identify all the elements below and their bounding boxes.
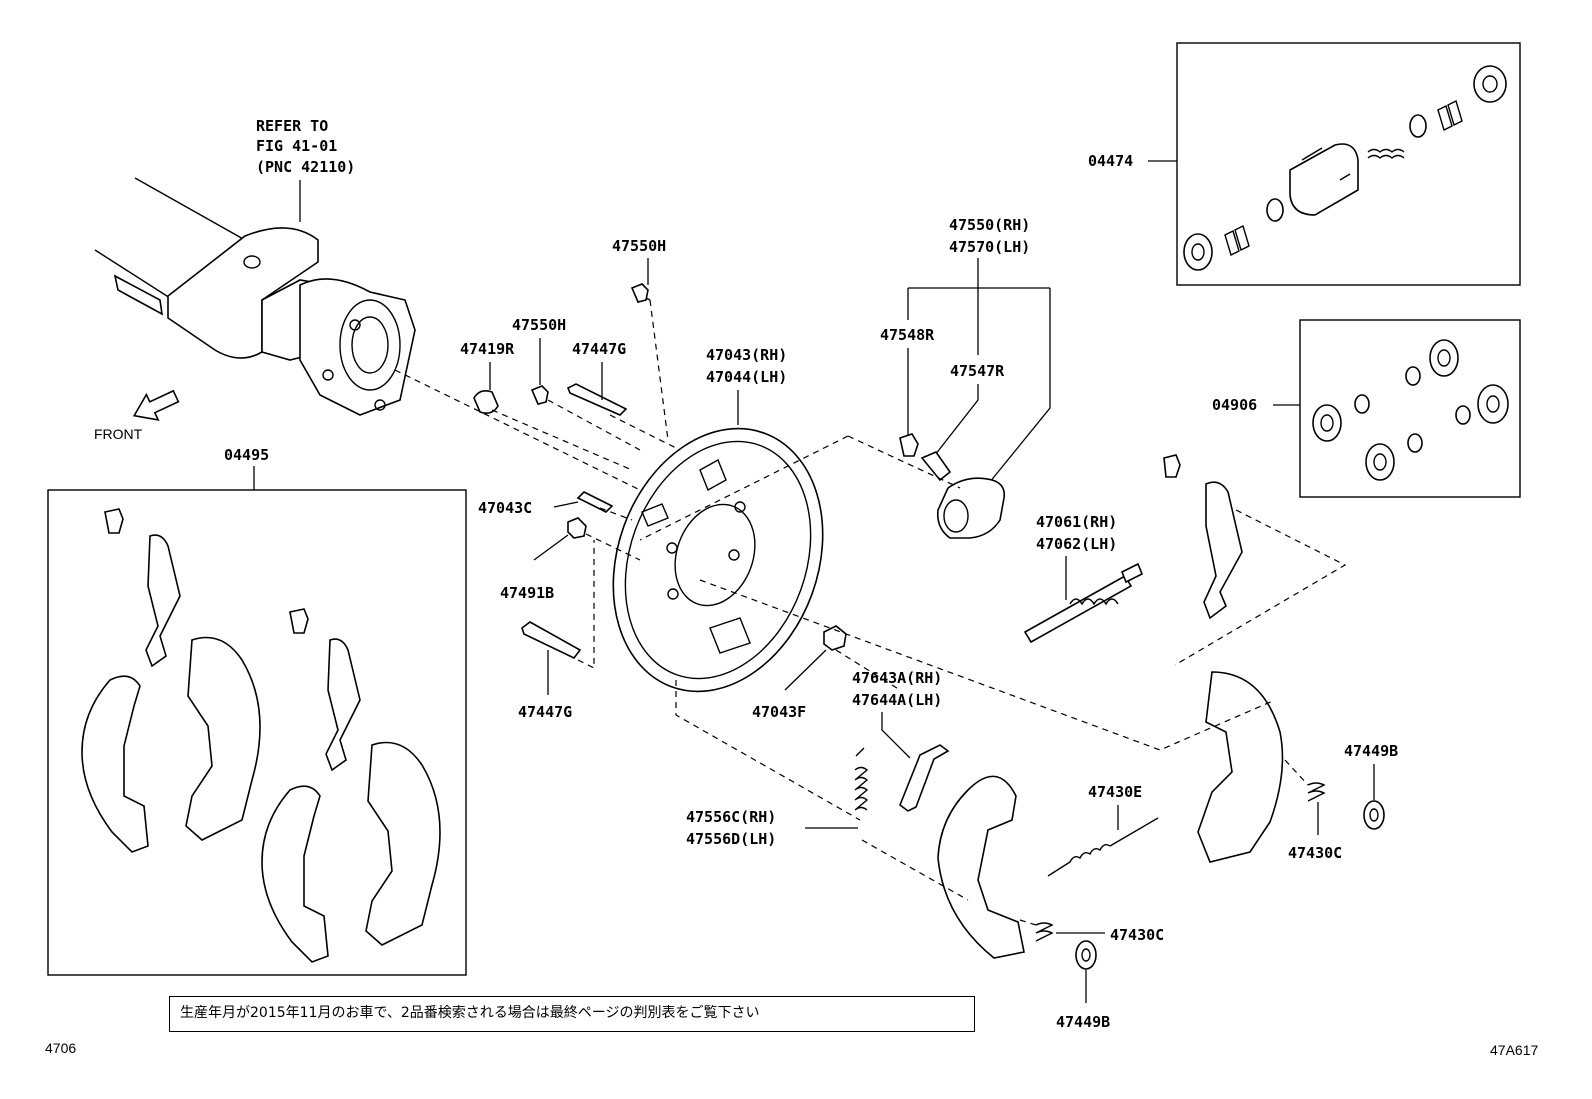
part-47556c-rh: 47556C(RH)	[686, 808, 776, 826]
part-47062-lh: 47062(LH)	[1036, 535, 1117, 553]
part-47449b-lower: 47449B	[1056, 1013, 1110, 1031]
front-arrow-icon	[132, 389, 180, 422]
lever-right	[1163, 454, 1243, 620]
kit-box-04495	[47, 489, 467, 976]
part-47644a-lh: 47644A(LH)	[852, 691, 942, 709]
part-47570-lh: 47570(LH)	[949, 238, 1030, 256]
adjuster-assembly	[1023, 562, 1144, 644]
part-47548r: 47548R	[880, 326, 935, 344]
pin-47447g-top	[566, 383, 628, 416]
wheel-cylinder-kit-parts	[1183, 65, 1507, 271]
spring-47430e	[1047, 817, 1159, 877]
part-47643a-rh: 47643A(RH)	[852, 669, 942, 687]
part-47550h-top: 47550H	[612, 237, 666, 255]
part-47447g-top: 47447G	[572, 340, 626, 358]
part-47061-rh: 47061(RH)	[1036, 513, 1117, 531]
refer-note-line2: FIG 41-01	[256, 137, 337, 155]
part-47043c: 47043C	[478, 499, 532, 517]
pin-47447g-bottom	[521, 621, 582, 660]
backing-plate	[612, 427, 824, 693]
brake-shoe-right	[1197, 671, 1284, 863]
seal-kit-parts	[1312, 339, 1509, 481]
page-id: 4706	[45, 1040, 77, 1056]
part-47430c-right: 47430C	[1288, 844, 1342, 862]
part-47547r: 47547R	[950, 362, 1005, 380]
strut-47643a	[899, 744, 950, 812]
part-04474: 04474	[1088, 152, 1133, 170]
refer-note-line3: (PNC 42110)	[256, 158, 355, 176]
shoe-kit-parts	[81, 508, 441, 963]
part-47043-rh: 47043(RH)	[706, 346, 787, 364]
stud-47043c	[576, 491, 614, 513]
front-label: FRONT	[94, 426, 143, 442]
kit-box-04906	[1299, 319, 1521, 498]
dashed-guides	[394, 299, 1347, 926]
hold-down-lower	[1035, 922, 1097, 970]
part-47430c-lower: 47430C	[1110, 926, 1164, 944]
spring-47556c	[854, 747, 869, 811]
kit-box-04474	[1176, 42, 1521, 286]
part-47043f: 47043F	[752, 703, 806, 721]
part-04495: 04495	[224, 446, 269, 464]
part-47550-rh: 47550(RH)	[949, 216, 1030, 234]
part-47044-lh: 47044(LH)	[706, 368, 787, 386]
part-47419r: 47419R	[460, 340, 515, 358]
part-47550h-mid: 47550H	[512, 316, 566, 334]
part-47449b-right: 47449B	[1344, 742, 1398, 760]
plug-47419r	[473, 390, 499, 414]
part-47447g-bottom: 47447G	[518, 703, 572, 721]
bleeder-bolt-mid	[530, 385, 549, 405]
part-47556d-lh: 47556D(LH)	[686, 830, 776, 848]
nut-47491b	[567, 517, 587, 539]
part-04906: 04906	[1212, 396, 1257, 414]
brake-shoe-lower	[937, 775, 1025, 959]
wheel-cylinder	[899, 433, 1006, 539]
production-date-note: 生産年月が2015年11月のお車で、2品番検索される場合は最終ページの判別表をご…	[169, 996, 975, 1032]
part-47491b: 47491B	[500, 584, 554, 602]
bleeder-bolt-top	[630, 283, 651, 303]
part-47430e: 47430E	[1088, 783, 1142, 801]
hold-down-right	[1307, 782, 1385, 830]
figure-id: 47A617	[1490, 1042, 1539, 1058]
nut-47043f	[823, 625, 847, 651]
axle-housing	[94, 177, 416, 416]
refer-note-line1: REFER TO	[256, 117, 328, 135]
